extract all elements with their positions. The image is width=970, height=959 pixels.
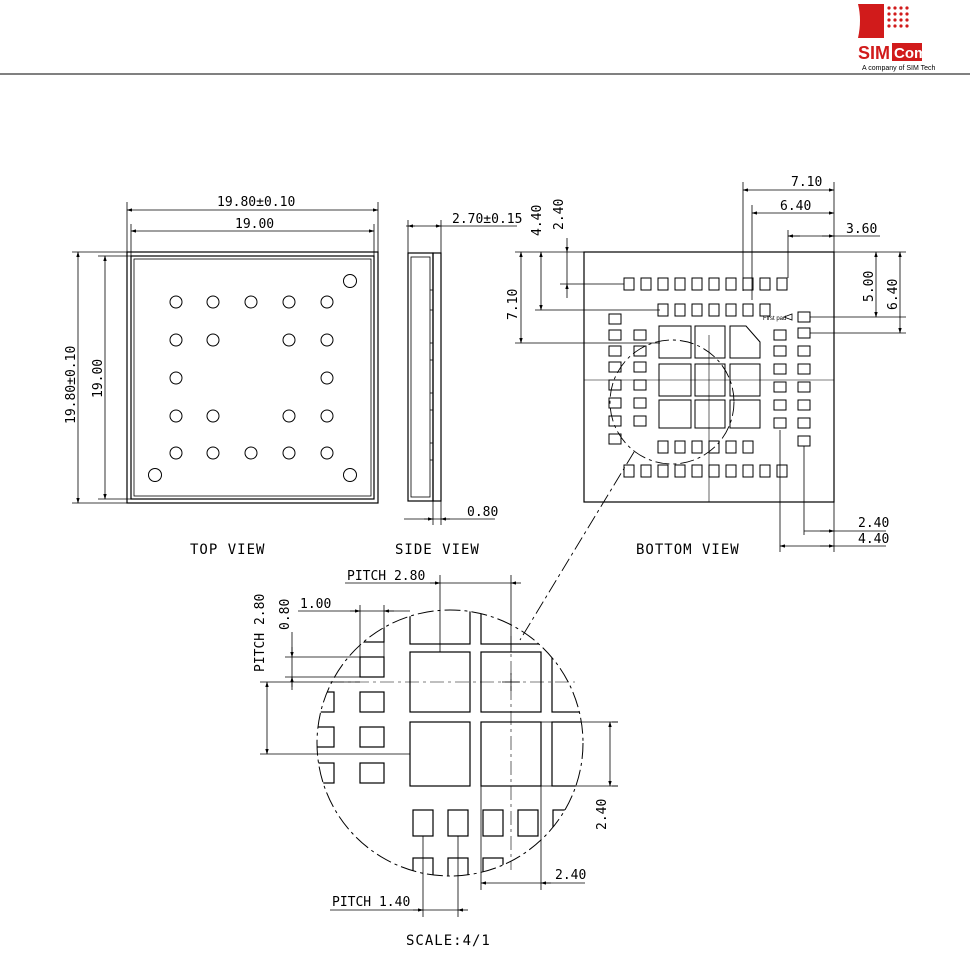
bottom-view-dim-6-40-right: 6.40 bbox=[886, 279, 901, 310]
top-view-dim-outer-height: 19.80±0.10 bbox=[64, 346, 79, 424]
bottom-view-pads-right bbox=[774, 312, 810, 446]
detail-view bbox=[260, 575, 618, 917]
top-view-dim-outer-width: 19.80±0.10 bbox=[217, 195, 295, 210]
logo-word-left: SIM bbox=[858, 43, 890, 63]
bottom-view-caption: BOTTOM VIEW bbox=[636, 542, 740, 558]
bottom-view-dim-7-10-left: 7.10 bbox=[506, 289, 521, 320]
bottom-view-pads-center bbox=[659, 326, 760, 428]
side-view-dim-thickness: 2.70±0.15 bbox=[452, 212, 522, 227]
top-view bbox=[72, 202, 378, 503]
bottom-view-dim-2-40-bottom: 2.40 bbox=[858, 516, 889, 531]
bottom-view-dim-6-40-top: 6.40 bbox=[780, 199, 811, 214]
bottom-view-dim-4-40-left: 4.40 bbox=[530, 205, 545, 236]
bottom-view-dim-3-60: 3.60 bbox=[846, 222, 877, 237]
bottom-view-dim-2-40-left: 2.40 bbox=[552, 199, 567, 230]
header-logo: SIM Com A company of SIM Tech bbox=[858, 4, 936, 72]
top-view-caption: TOP VIEW bbox=[190, 542, 265, 558]
side-view-dim-pad: 0.80 bbox=[467, 505, 498, 520]
detail-dim-1-00: 1.00 bbox=[300, 597, 331, 612]
detail-dim-pitch-left: PITCH 2.80 bbox=[253, 594, 268, 672]
logo-mark bbox=[858, 4, 884, 38]
detail-dim-2-40-right: 2.40 bbox=[595, 799, 610, 830]
top-view-dim-inner-height: 19.00 bbox=[91, 359, 106, 398]
side-view-caption: SIDE VIEW bbox=[395, 542, 480, 558]
detail-dim-0-80: 0.80 bbox=[278, 599, 293, 630]
side-view bbox=[404, 220, 517, 525]
bottom-view-dim-7-10: 7.10 bbox=[791, 175, 822, 190]
bottom-view-dim-4-40-bottom: 4.40 bbox=[858, 532, 889, 547]
detail-dim-pitch-bottom: PITCH 1.40 bbox=[332, 895, 410, 910]
bottom-view-first-pad-label: First pad bbox=[763, 316, 786, 322]
bottom-view bbox=[515, 182, 906, 640]
logo-dots bbox=[887, 6, 908, 27]
bottom-view-dim-5-00: 5.00 bbox=[862, 271, 877, 302]
logo-tagline: A company of SIM Tech bbox=[862, 65, 936, 72]
detail-dim-pitch-top: PITCH 2.80 bbox=[347, 569, 425, 584]
logo-word-right: Com bbox=[894, 45, 927, 62]
top-view-dim-inner-width: 19.00 bbox=[235, 217, 274, 232]
detail-scale-caption: SCALE:4/1 bbox=[406, 933, 491, 949]
top-view-hole-grid bbox=[170, 296, 333, 459]
detail-dim-2-40-bottom: 2.40 bbox=[555, 868, 586, 883]
bottom-view-pads-bottom bbox=[624, 441, 787, 477]
